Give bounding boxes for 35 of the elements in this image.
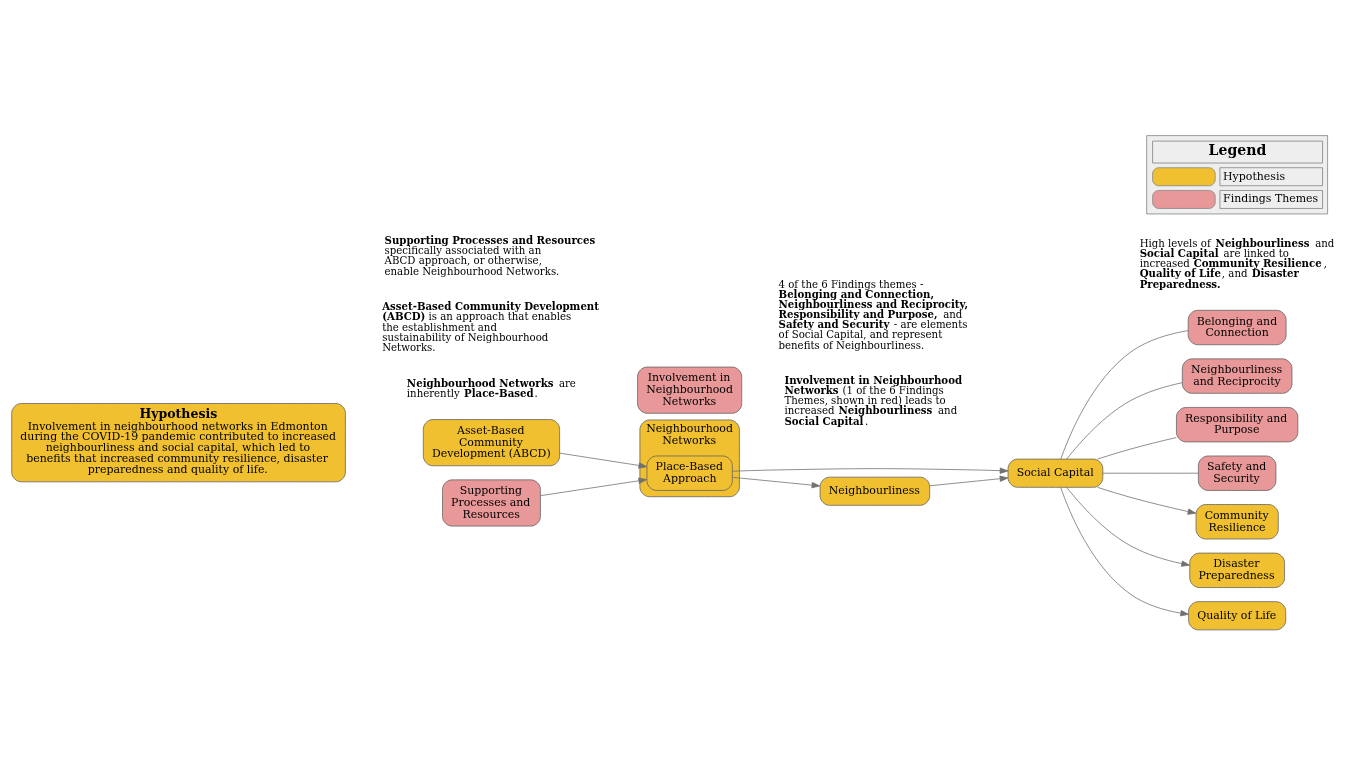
label: High levels of Neighbourliness and Social Capital are linked to increased Community Resilience, Quality of Life, and Disaster Preparedness. (1139, 236, 1335, 289)
node-box: Responsibility and Purpose (1176, 406, 1299, 442)
label: Legend (1208, 141, 1267, 158)
label: Involvement in Neighbourhood Networks (1 of the 6 Findings Themes, shown in red) leads to increased Neighbourliness and Social Capital. (784, 373, 963, 427)
node-box: Neighbourliness and Reciprocity (1181, 357, 1293, 394)
label: 4 of the 6 Findings themes - Belonging and Connection, Neighbourliness and Reciprocity, Responsibility and Purpose, and Safety and Security - are elements of Social Capital, and represent benefits of Neighbourliness. (778, 277, 969, 351)
node-box: Place-Based Approach (646, 455, 733, 491)
arrow (540, 477, 648, 496)
arrow (1060, 486, 1189, 616)
node-box: Community Resilience (1195, 503, 1279, 539)
legend-label: Findings Themes (1223, 191, 1319, 205)
node-box: Supporting Processes and Resources (442, 479, 541, 526)
node-box: Disaster Preparedness (1189, 552, 1285, 588)
node-box: Hypothesis Involvement in neighbourhood networks in Edmonton during the COVID-19 pandemic contributed to increased neighbourliness and social capital, which led to benefits that increased community resilience, disaster preparedness and quality of life. (11, 402, 346, 482)
node-box: Neighbourliness (819, 476, 931, 506)
node-box: Asset-Based Community Development (ABCD) (422, 418, 560, 466)
node-box: Quality of Life (1188, 600, 1287, 630)
connector (1097, 436, 1177, 459)
connector (1066, 381, 1183, 459)
arrow (1097, 486, 1197, 515)
label: Supporting Processes and Resources specifically associated with an ABCD approach, or otherwise, enable Neighbourhood Networks. (384, 233, 596, 277)
node-box: Involvement in Neighbourhood Networks (637, 366, 743, 414)
label: Asset-Based Community Development (ABCD) is an approach that enables the establishment and sustainability of Neighbourhood Networks. (382, 299, 599, 353)
arrow (559, 452, 648, 469)
arrow (1066, 486, 1190, 567)
connector (1102, 472, 1199, 474)
legend-label: Hypothesis (1223, 169, 1286, 183)
arrow (732, 467, 1009, 474)
node-box: Social Capital (1007, 458, 1104, 488)
arrow (929, 475, 1009, 486)
node-box: Safety and Security (1198, 455, 1277, 491)
node-box: Belonging and Connection (1187, 309, 1287, 345)
label: Neighbourhood Networks are inherently Place-Based. (406, 376, 576, 399)
arrow (731, 476, 821, 488)
connector (1060, 329, 1189, 459)
